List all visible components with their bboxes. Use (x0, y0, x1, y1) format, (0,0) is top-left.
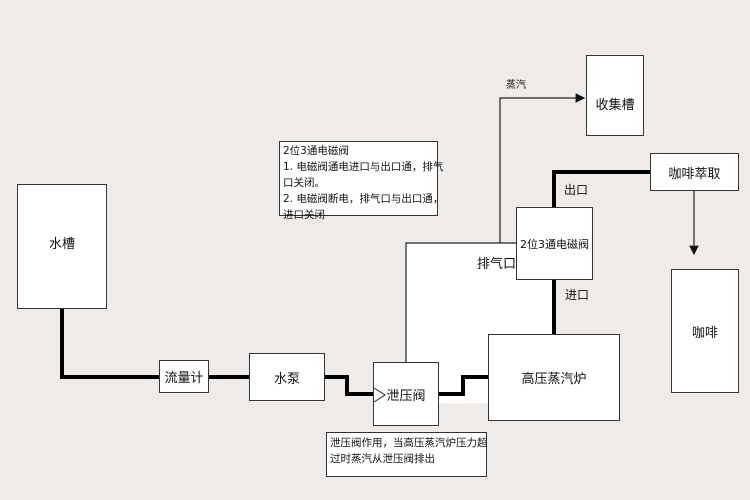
water-tank: 水槽 (17, 184, 107, 309)
pipe-tank-flowmeter (60, 308, 159, 379)
note-line: 口关闭。 (283, 177, 325, 189)
flow-meter: 流量计 (159, 360, 209, 393)
coffee-extraction: 咖啡萃取 (650, 153, 739, 191)
outlet-label: 出口 (564, 183, 589, 197)
triangle-icon (373, 387, 386, 403)
boiler-label: 高压蒸汽炉 (521, 372, 587, 387)
note-line: 2位3通电磁阀 (283, 145, 349, 157)
note-line: 过时蒸汽从泄压阀排出 (330, 453, 435, 465)
pump-label: 水泵 (273, 371, 300, 387)
solenoid-valve: 2位3通电磁阀 (516, 207, 593, 280)
solenoid-valve-label: 2位3通电磁阀 (520, 237, 589, 251)
note-line: 进口关闭 (283, 209, 325, 221)
exhaust-port-label: 排气口 (477, 257, 517, 272)
pipe-pump-relief (324, 375, 373, 396)
exhaust-line (405, 242, 516, 362)
note-line: 泄压阀作用，当高压蒸汽炉压力超 (330, 437, 488, 449)
coffee: 咖啡 (671, 269, 739, 393)
pump: 水泵 (249, 353, 325, 401)
steam-label: 蒸汽 (506, 80, 526, 91)
pipe-valve-extraction (552, 170, 650, 207)
collection-tank: 收集槽 (586, 55, 644, 136)
relief-valve-label: 泄压阀 (386, 388, 426, 404)
note-line: 2. 电磁阀断电，排气口与出口通， (283, 193, 444, 205)
pipe-relief-boiler (438, 375, 488, 396)
inlet-label: 进口 (565, 288, 590, 302)
relief-note: 泄压阀作用，当高压蒸汽炉压力超 过时蒸汽从泄压阀排出 (326, 432, 488, 477)
collection-tank-label: 收集槽 (595, 98, 635, 113)
flow-meter-label: 流量计 (164, 371, 204, 386)
boiler: 高压蒸汽炉 (488, 334, 620, 421)
coffee-extraction-label: 咖啡萃取 (668, 166, 721, 182)
solenoid-note: 2位3通电磁阀 1. 电磁阀通电进口与出口通，排气 口关闭。 2. 电磁阀断电，… (279, 141, 444, 221)
steam-arrow (499, 93, 586, 243)
note-line: 1. 电磁阀通电进口与出口通，排气 (283, 161, 444, 173)
water-tank-label: 水槽 (48, 237, 75, 252)
relief-valve: 泄压阀 (373, 362, 439, 426)
coffee-label: 咖啡 (691, 325, 718, 341)
